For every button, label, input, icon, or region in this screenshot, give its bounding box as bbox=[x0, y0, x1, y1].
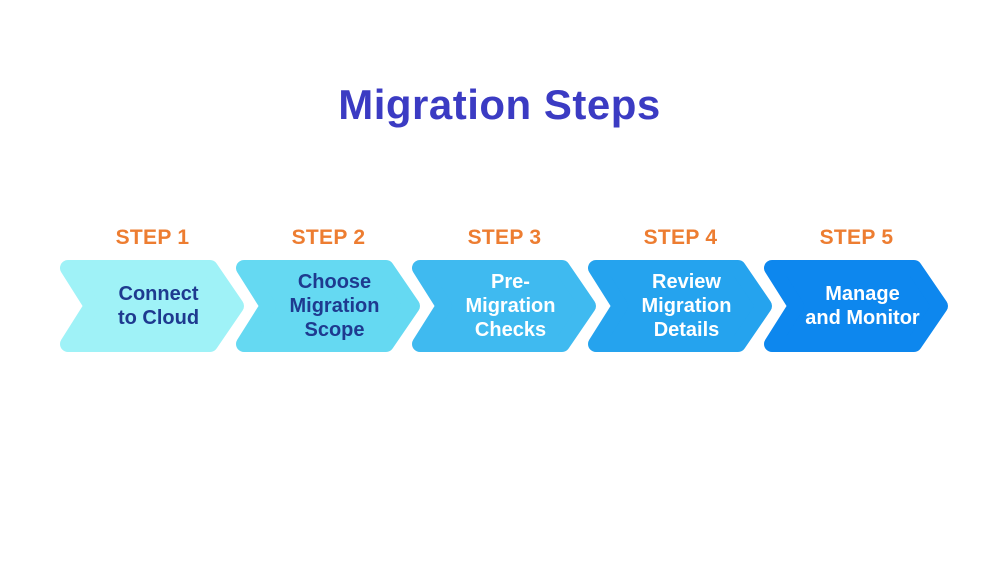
chevron-arrow-icon bbox=[764, 260, 948, 352]
step-5-title: Manage and Monitor bbox=[805, 283, 920, 329]
step-1: STEP 1 Connect to Cloud bbox=[60, 226, 245, 352]
chevron-arrow-icon bbox=[60, 260, 244, 352]
step-2-chevron: Choose Migration Scope bbox=[236, 260, 421, 352]
step-5-chevron: Manage and Monitor bbox=[764, 260, 949, 352]
step-1-title: Connect to Cloud bbox=[117, 283, 200, 329]
chevron-arrow-shape bbox=[60, 260, 244, 352]
page-title: Migration Steps bbox=[338, 81, 661, 128]
chevron-arrow-shape bbox=[412, 260, 596, 352]
step-1-label: STEP 1 bbox=[115, 226, 190, 249]
step-3: STEP 3 Pre- Migration Checks bbox=[412, 226, 597, 352]
step-2-label: STEP 2 bbox=[291, 226, 366, 249]
chevron-arrow-shape bbox=[764, 260, 948, 352]
step-1-chevron: Connect to Cloud bbox=[60, 260, 245, 352]
step-4-label: STEP 4 bbox=[643, 226, 718, 249]
chevron-arrow-shape bbox=[588, 260, 772, 352]
step-4-chevron: Review Migration Details bbox=[588, 260, 773, 352]
step-2-title: Choose Migration Scope bbox=[289, 271, 380, 341]
step-4-title: Review Migration Details bbox=[641, 271, 732, 341]
chevron-arrow-icon bbox=[588, 260, 772, 352]
step-3-title: Pre- Migration Checks bbox=[465, 271, 556, 341]
step-5: STEP 5 Manage and Monitor bbox=[764, 226, 949, 352]
step-5-label: STEP 5 bbox=[819, 226, 894, 249]
step-4: STEP 4 Review Migration Details bbox=[588, 226, 773, 352]
step-2: STEP 2 Choose Migration Scope bbox=[236, 226, 421, 352]
step-3-chevron: Pre- Migration Checks bbox=[412, 260, 597, 352]
chevron-arrow-icon bbox=[412, 260, 596, 352]
step-3-label: STEP 3 bbox=[467, 226, 542, 249]
chevron-arrow-icon bbox=[236, 260, 420, 352]
chevron-arrow-shape bbox=[236, 260, 420, 352]
